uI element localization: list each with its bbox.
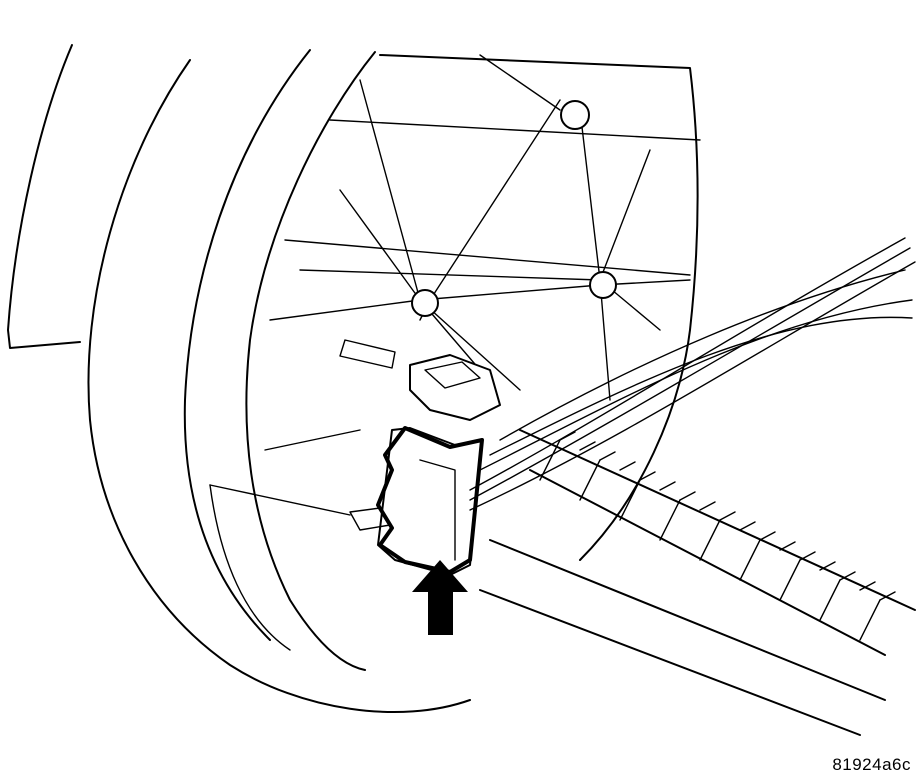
figure-id-label: 81924a6c — [832, 755, 911, 774]
ribbed-plate — [245, 51, 701, 671]
housing-shell — [7, 44, 471, 713]
callout-arrow-up-icon — [412, 560, 468, 635]
wiring-harness — [469, 237, 916, 736]
electrical-connector — [209, 354, 501, 651]
corrugated-conduit — [539, 431, 896, 641]
